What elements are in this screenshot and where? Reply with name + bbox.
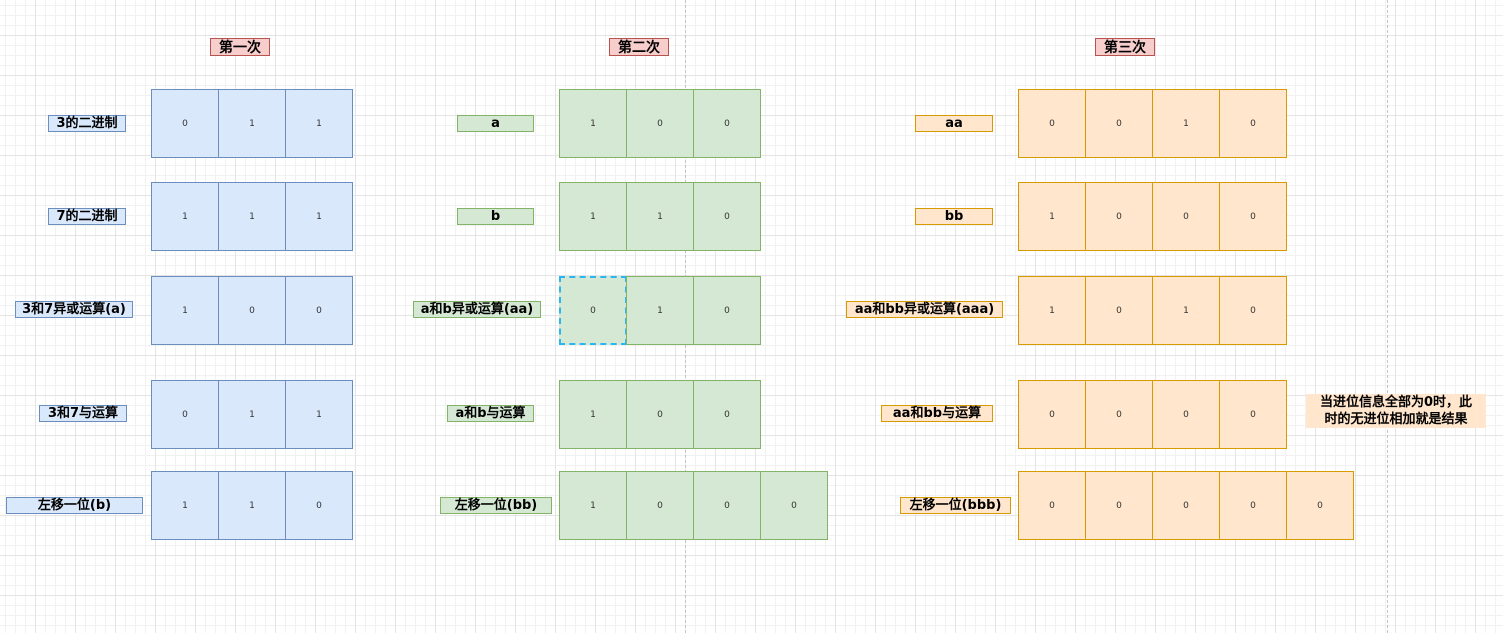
label-third-row-1: aa (915, 115, 993, 132)
bit-cell: 0 (693, 276, 761, 345)
bit-cell: 1 (626, 182, 694, 251)
bit-cell: 0 (1018, 471, 1086, 540)
bit-cell: 1 (285, 89, 353, 158)
bit-cell: 0 (1085, 182, 1153, 251)
label-second-row-3: a和b异或运算(aa) (413, 301, 541, 318)
title-second: 第二次 (609, 38, 669, 56)
bit-cell: 1 (1018, 276, 1086, 345)
title-first: 第一次 (210, 38, 270, 56)
bit-cell: 1 (151, 471, 219, 540)
bit-cell: 1 (151, 276, 219, 345)
label-second-row-4: a和b与运算 (447, 405, 534, 422)
bit-cell: 0 (151, 89, 219, 158)
bit-cell: 1 (559, 471, 627, 540)
bit-cell: 0 (1152, 182, 1220, 251)
label-first-row-4: 3和7与运算 (39, 405, 127, 422)
bit-cell: 1 (1018, 182, 1086, 251)
bit-cell: 0 (285, 471, 353, 540)
bit-cell: 0 (151, 380, 219, 449)
bit-cell: 0 (1085, 380, 1153, 449)
label-third-row-5: 左移一位(bbb) (900, 497, 1011, 514)
bit-cell: 0 (693, 182, 761, 251)
bit-cell: 1 (285, 182, 353, 251)
label-second-row-5: 左移一位(bb) (440, 497, 552, 514)
label-second-row-1: a (457, 115, 534, 132)
bit-cell: 0 (1018, 89, 1086, 158)
bit-cell: 1 (1152, 89, 1220, 158)
label-second-row-2: b (457, 208, 534, 225)
bit-cell: 0 (1219, 380, 1287, 449)
bit-cell: 0 (218, 276, 286, 345)
bit-cell: 0 (693, 380, 761, 449)
bit-cell: 1 (559, 89, 627, 158)
bit-cell: 0 (1219, 471, 1287, 540)
bit-cell: 0 (1152, 380, 1220, 449)
result-note-line-1: 当进位信息全部为0时，此 (1319, 395, 1473, 410)
bit-cell: 1 (218, 89, 286, 158)
bit-cell: 0 (1018, 380, 1086, 449)
bit-cell: 0 (1286, 471, 1354, 540)
label-first-row-5: 左移一位(b) (6, 497, 143, 514)
bit-cell: 1 (1152, 276, 1220, 345)
bit-cell: 0 (1085, 471, 1153, 540)
bit-cell: 1 (151, 182, 219, 251)
bit-cell: 1 (626, 276, 694, 345)
label-first-row-1: 3的二进制 (48, 115, 126, 132)
bit-cell: 0 (1085, 276, 1153, 345)
result-note-line-2: 时的无进位相加就是结果 (1324, 412, 1468, 427)
bit-cell: 0 (1219, 182, 1287, 251)
title-third: 第三次 (1095, 38, 1155, 56)
bit-cell: 0 (693, 471, 761, 540)
label-first-row-2: 7的二进制 (48, 208, 126, 225)
bit-cell: 0 (693, 89, 761, 158)
bit-cell: 1 (218, 182, 286, 251)
bit-cell: 0 (1152, 471, 1220, 540)
bit-cell: 0 (285, 276, 353, 345)
bit-cell: 1 (559, 380, 627, 449)
bit-cell: 1 (218, 471, 286, 540)
label-third-row-2: bb (915, 208, 993, 225)
bit-cell: 0 (626, 471, 694, 540)
bit-cell: 0 (1219, 276, 1287, 345)
result-note: 当进位信息全部为0时，此 时的无进位相加就是结果 (1306, 394, 1486, 428)
bit-cell: 1 (285, 380, 353, 449)
bit-cell: 0 (626, 380, 694, 449)
label-first-row-3: 3和7异或运算(a) (15, 301, 133, 318)
page-divider-2 (1387, 0, 1388, 633)
bit-cell: 0 (626, 89, 694, 158)
bit-cell: 1 (559, 182, 627, 251)
bit-cell: 0 (1219, 89, 1287, 158)
bit-cell: 0 (559, 276, 627, 345)
bit-cell: 0 (760, 471, 828, 540)
label-third-row-3: aa和bb异或运算(aaa) (846, 301, 1003, 318)
bit-cell: 1 (218, 380, 286, 449)
bit-cell: 0 (1085, 89, 1153, 158)
label-third-row-4: aa和bb与运算 (881, 405, 993, 422)
